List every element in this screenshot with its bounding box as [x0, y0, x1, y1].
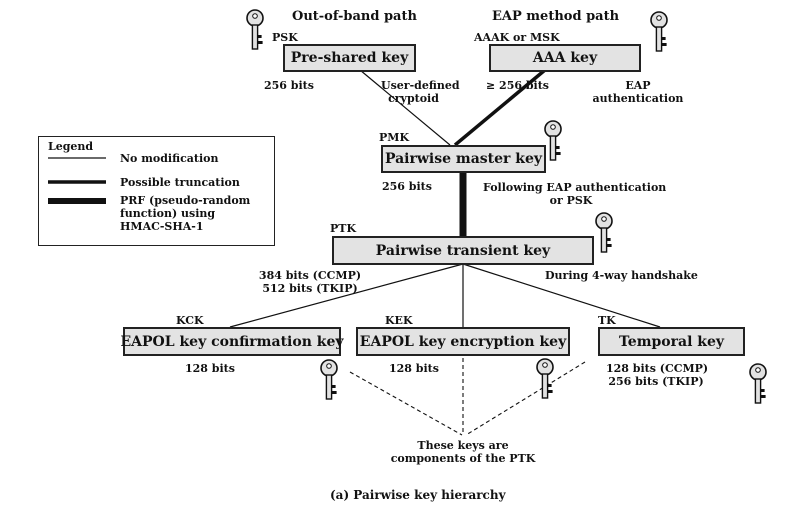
key-icon-aaa: [650, 11, 668, 52]
ptk-to-kck-line: [229, 263, 464, 328]
pmk-tag: PMK: [379, 131, 410, 144]
pmk-note: Following EAP authentication or PSK: [483, 181, 667, 207]
legend-prf: PRF (pseudo-random function) using HMAC-…: [120, 194, 250, 233]
psk-bits: 256 bits: [264, 79, 314, 92]
psk-tag: PSK: [272, 31, 298, 44]
legend-no-modification: No modification: [120, 152, 219, 165]
ptk-to-tk-line: [462, 263, 661, 328]
aaa-note: EAP authentication: [590, 79, 686, 105]
legend-prf-line1: PRF (pseudo-random: [120, 194, 251, 207]
legend-box: [38, 136, 275, 246]
aaa-note-line2: authentication: [592, 92, 684, 105]
kek-bits: 128 bits: [389, 362, 439, 375]
out-of-band-header: Out-of-band path: [292, 9, 417, 24]
kck-tag: KCK: [176, 314, 204, 327]
key-icon-kek: [536, 358, 554, 399]
tk-bits-line2: 256 bits (TKIP): [608, 375, 704, 388]
key-icon-kck: [320, 359, 338, 400]
ptk-bits-line2: 512 bits (TKIP): [262, 282, 358, 295]
pmk-note-line1: Following EAP authentication: [483, 181, 667, 194]
legend-prf-line2: function) using: [120, 207, 216, 220]
key-icon-pmk: [544, 120, 562, 161]
dashed-line-kck: [349, 371, 463, 436]
figure-caption: (a) Pairwise key hierarchy: [330, 488, 506, 502]
aaa-to-pmk-line: [453, 68, 547, 147]
psk-note: User-defined cryptoid: [381, 79, 460, 105]
tk-bits: 128 bits (CCMP) 256 bits (TKIP): [606, 362, 709, 388]
pairwise-transient-key-box: Pairwise transient key: [332, 236, 594, 265]
aaa-bits: ≥ 256 bits: [486, 79, 549, 92]
kck-box: EAPOL key confirmation key: [121, 327, 344, 356]
key-icon-ptk: [595, 212, 613, 253]
temporal-key-box: Temporal key: [598, 327, 745, 356]
tk-tag: TK: [598, 314, 616, 327]
ptk-tag: PTK: [330, 222, 357, 235]
components-note-line2: components of the PTK: [390, 452, 536, 465]
ptk-bits-line1: 384 bits (CCMP): [258, 269, 362, 282]
eap-path-header: EAP method path: [492, 9, 620, 24]
kek-box: EAPOL key encryption key: [356, 327, 570, 356]
legend-prf-line3: HMAC-SHA-1: [120, 220, 204, 233]
aaa-key-box: AAA key: [489, 44, 641, 72]
dashed-line-tk: [465, 361, 586, 436]
tk-bits-line1: 128 bits (CCMP): [606, 362, 709, 375]
legend-title: Legend: [48, 140, 94, 153]
legend-possible-truncation: Possible truncation: [120, 176, 240, 189]
psk-to-pmk-line: [359, 69, 451, 146]
pmk-bits: 256 bits: [382, 180, 432, 193]
psk-note-line2: cryptoid: [388, 92, 439, 105]
kek-tag: KEK: [385, 314, 413, 327]
ptk-bits: 384 bits (CCMP) 512 bits (TKIP): [254, 269, 366, 295]
pmk-note-line2: or PSK: [549, 194, 593, 207]
kck-bits: 128 bits: [185, 362, 235, 375]
aaa-note-line1: EAP: [625, 79, 651, 92]
aaa-tag: AAAK or MSK: [474, 31, 560, 44]
components-note-line1: These keys are: [417, 439, 509, 452]
key-icon-psk: [246, 9, 264, 50]
psk-note-line1: User-defined: [381, 79, 460, 92]
key-icon-tk: [749, 363, 767, 404]
pre-shared-key-box: Pre-shared key: [283, 44, 416, 72]
ptk-note: During 4-way handshake: [545, 269, 698, 282]
components-note: These keys are components of the PTK: [388, 439, 538, 465]
pairwise-master-key-box: Pairwise master key: [381, 145, 546, 173]
